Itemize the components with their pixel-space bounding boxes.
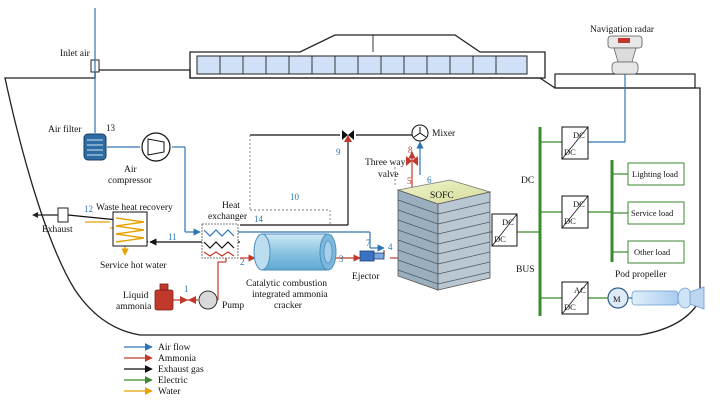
pod-propeller-label: Pod propeller xyxy=(615,270,667,280)
liquid-ammonia-label-1: Liquid xyxy=(123,291,149,301)
sofc-stack: SOFC xyxy=(396,179,492,291)
legend-item: Ammonia xyxy=(124,354,197,364)
cracker-label-2: integrated ammonia xyxy=(252,290,328,300)
exhaust-label: Exhaust xyxy=(42,225,73,235)
ammonia-cracker: Catalytic combustion integrated ammonia … xyxy=(246,192,344,311)
waste-heat-recovery: Waste heat recovery 12 11 xyxy=(84,203,177,247)
stream-3: 3 xyxy=(339,254,344,264)
legend-item: Air flow xyxy=(124,342,191,353)
ammonia-valve: 1 xyxy=(180,284,196,304)
converter-dc-bottom: DC xyxy=(564,216,576,226)
cracker-label-1: Catalytic combustion xyxy=(246,279,327,289)
stream-8: 8 xyxy=(408,145,413,155)
stream-6: 6 xyxy=(427,175,432,185)
legend-label: Ammonia xyxy=(158,354,197,364)
superstructure-windows xyxy=(219,35,497,74)
heat-exchanger-label-2: exchanger xyxy=(208,212,248,222)
air-flow-lines xyxy=(94,8,424,252)
service-load-label: Service load xyxy=(631,208,674,218)
bus-label: BUS xyxy=(516,265,534,275)
other-load: Other load xyxy=(627,240,685,264)
pod-propeller: M Pod propeller xyxy=(607,270,705,310)
air-compressor-label-2: compressor xyxy=(108,176,153,186)
legend-item: Exhaust gas xyxy=(124,365,204,375)
liquid-ammonia-label-2: ammonia xyxy=(116,302,152,312)
inlet-air-label: Inlet air xyxy=(60,49,91,59)
legend-label: Air flow xyxy=(158,342,191,353)
navigation-radar: Navigation radar xyxy=(590,25,655,75)
waste-heat-recovery-label: Waste heat recovery xyxy=(96,203,173,213)
heat-exchanger: Heat exchanger 14 2 xyxy=(201,201,264,267)
dotted-flow-lines xyxy=(249,135,396,225)
sofc-dc-dc-converter: DC DC xyxy=(491,213,518,247)
three-way-valve-label-1: Three way xyxy=(365,158,406,168)
loads-dc-dc-converter: DC DC xyxy=(561,195,589,229)
cracker-label-3: cracker xyxy=(274,301,303,311)
electric-lines xyxy=(490,127,628,316)
ejector: Ejector 7 4 xyxy=(352,238,393,282)
converter-dc-top: DC xyxy=(573,130,585,140)
air-filter: Air filter 13 xyxy=(48,123,116,161)
stream-5: 5 xyxy=(407,176,412,186)
lighting-load: Lighting load xyxy=(627,162,685,186)
mixer: Mixer 6 xyxy=(411,124,456,185)
pump-label: Pump xyxy=(222,301,244,311)
propeller-ac-dc-converter: AC DC xyxy=(561,281,589,315)
stream-7: 7 xyxy=(366,238,371,248)
stream-9: 9 xyxy=(336,147,341,157)
ejector-label: Ejector xyxy=(352,272,380,282)
legend-label: Exhaust gas xyxy=(158,365,204,375)
other-load-label: Other load xyxy=(634,247,671,257)
converter-dc-bottom: DC xyxy=(494,234,506,244)
motor-label: M xyxy=(613,294,621,304)
three-way-valve: Three way valve 8 5 xyxy=(365,145,418,186)
mixer-label: Mixer xyxy=(432,129,456,139)
converter-ac: AC xyxy=(574,285,586,295)
converter-dc-top: DC xyxy=(573,199,585,209)
stream-10: 10 xyxy=(290,192,300,202)
stream-12: 12 xyxy=(84,204,93,214)
air-compressor-label-1: Air xyxy=(124,165,138,175)
legend-label: Electric xyxy=(158,376,188,386)
three-way-valve-top: 9 xyxy=(336,130,354,157)
stream-13: 13 xyxy=(106,123,116,133)
dc-bus-label: DC xyxy=(521,176,534,186)
stream-2: 2 xyxy=(240,257,245,267)
service-load: Service load xyxy=(627,201,685,225)
legend-item: Water xyxy=(124,387,181,397)
stream-1: 1 xyxy=(184,284,189,294)
stream-14: 14 xyxy=(254,214,264,224)
air-filter-label: Air filter xyxy=(48,124,82,135)
legend-label: Water xyxy=(158,387,181,397)
pump: Pump xyxy=(198,290,244,311)
legend-item: Electric xyxy=(124,376,188,386)
navigation-radar-label: Navigation radar xyxy=(590,25,655,35)
stream-4: 4 xyxy=(388,242,393,252)
radar-dc-dc-converter: DC DC xyxy=(561,126,589,160)
lighting-load-label: Lighting load xyxy=(632,169,679,179)
stream-11: 11 xyxy=(168,232,177,242)
sofc-label: SOFC xyxy=(430,191,454,201)
converter-dc-bottom: DC xyxy=(564,147,576,157)
converter-dc: DC xyxy=(564,302,576,312)
air-compressor: Air compressor xyxy=(108,132,171,186)
liquid-ammonia-tank: Liquid ammonia xyxy=(116,283,174,312)
heat-exchanger-label-1: Heat xyxy=(222,201,240,211)
three-way-valve-label-2: valve xyxy=(378,170,399,180)
converter-dc-top: DC xyxy=(502,217,514,227)
service-hot-water-label: Service hot water xyxy=(100,261,167,271)
